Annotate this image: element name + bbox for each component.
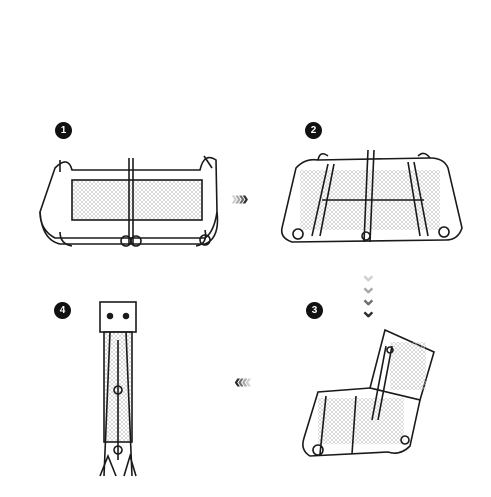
chevron-left-icon: ‹ [241,371,249,393]
chevron-right-icon: › [234,188,242,210]
step-4-folded [99,301,137,477]
chevron-down-icon: ⌄ [360,300,377,322]
chevron-down-icon: ⌄ [360,288,377,310]
chevron-left-icon: ‹ [245,371,252,393]
chevron-left-icon: ‹ [237,371,245,393]
step-1-open-cot [39,155,219,247]
chevron-left-icon: ‹ [234,371,241,393]
step-1-badge: 1 [55,122,72,139]
step-3-folding [302,328,435,457]
step-3-badge: 3 [306,302,323,319]
arrow-down-icon: ⌄ ⌄ ⌄ ⌄ [360,264,377,321]
arrow-right-icon: › › › › [231,188,249,210]
arrow-left-icon: ‹ ‹ ‹ ‹ [234,371,252,393]
step-2-frame-view [280,149,463,243]
chevron-right-icon: › [238,188,246,210]
chevron-down-icon: ⌄ [360,264,377,286]
chevron-down-icon: ⌄ [360,276,377,298]
step-4-badge: 4 [54,302,71,319]
chevron-right-icon: › [242,188,249,210]
step-2-badge: 2 [305,122,322,139]
chevron-right-icon: › [231,188,238,210]
